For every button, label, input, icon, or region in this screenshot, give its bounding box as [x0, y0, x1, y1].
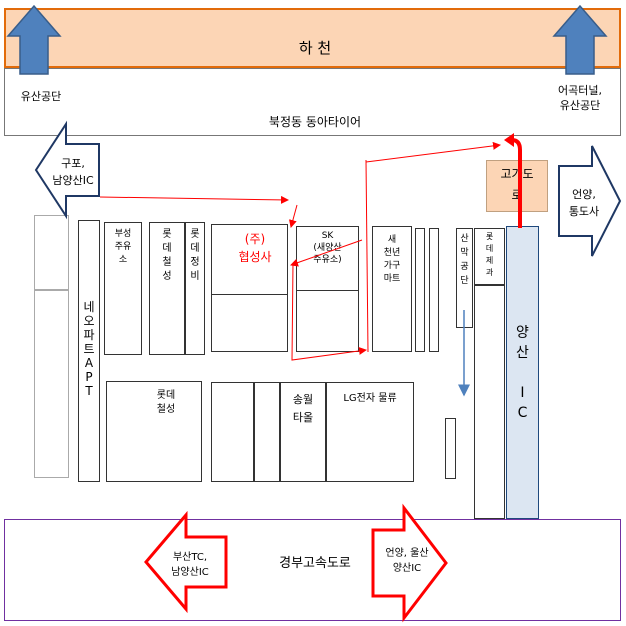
lotte-chulsung-top [149, 222, 185, 355]
sk-gas-station [296, 226, 359, 352]
songwol-towel [280, 382, 326, 482]
lotte-chulsung-bottom [106, 381, 202, 482]
sk-divider [296, 290, 359, 291]
small-block-2 [429, 228, 439, 352]
busung-gas-station [104, 222, 142, 355]
eonyang-tongdo-label: 언양, 통도사 [568, 188, 600, 218]
eonyang-right-arrow [558, 145, 622, 257]
bottom-block-b [254, 382, 280, 482]
bukjeong-road [4, 68, 621, 136]
lotte-jegwa-label: 롯 데 제 과 [485, 232, 494, 277]
route-back-to-hyupsung [290, 239, 363, 267]
lotte-jungbi-label: 롯 데 정 비 [190, 229, 200, 282]
lotte-jegwa-lower [474, 285, 505, 519]
small-block-3 [445, 418, 456, 479]
yusan-left-label: 유산공단 [20, 90, 62, 103]
expressway-label: 경부고속도로 [279, 556, 351, 571]
gupo-label: 구포, 남양산IC [52, 157, 94, 187]
sanmak-label: 산 막 공 단 [460, 234, 469, 286]
route-up-main [365, 159, 369, 353]
busan-left-arrow [144, 510, 228, 614]
route-to-hyupsung-down [288, 204, 298, 228]
up-arrow-right [552, 4, 608, 75]
lg-label: LG전자 물류 [343, 393, 397, 404]
songwol-label: 송월 타올 [292, 393, 314, 424]
lotte-jungbi [185, 222, 205, 355]
hyupsung-block [211, 224, 288, 352]
busan-tc-label: 부산TC, 남양산IC [171, 552, 209, 578]
lotte-jegwa [474, 228, 505, 285]
up-arrow-left [6, 4, 62, 75]
yangsan-ic [506, 226, 539, 519]
elevated-road-label: 고가도 로 [500, 167, 534, 202]
eonyang-ulsan-right-arrow [371, 503, 448, 623]
route-hyupsung-loop [291, 262, 367, 361]
sk-label: SK (새양산 주유소) [313, 231, 342, 265]
route-gupo-to-hyupsung [99, 195, 289, 204]
left-strip-top [34, 215, 69, 290]
bottom-block-a [211, 382, 254, 482]
elevated-red-hook-head [504, 133, 514, 147]
neo-apt [78, 220, 100, 482]
hyupsung-divider [211, 294, 288, 295]
left-strip-bottom [34, 290, 69, 478]
busung-label: 부성 주유 소 [114, 229, 132, 265]
gupo-left-arrow [34, 120, 100, 220]
bukjeong-label: 북정동 동아타이어 [268, 115, 362, 129]
lg-logistics [326, 382, 414, 482]
small-block-1 [415, 228, 425, 352]
furniture-mart [372, 226, 412, 352]
elevated-red-hook [511, 138, 522, 228]
hyupsung-label: (주) 협성사 [238, 232, 272, 264]
elevated-road-box [486, 160, 548, 212]
lotte-chulsung-bottom-label: 롯데 철성 [156, 390, 176, 415]
eogok-right-label: 어곡터널, 유산공단 [558, 84, 602, 112]
lotte-chulsung-top-label: 롯 데 철 성 [162, 229, 172, 282]
expressway-band [4, 519, 621, 621]
river-band [4, 8, 621, 68]
neo-apt-label: 네 오 파 트 A P T [83, 300, 95, 398]
river-label: 하 천 [298, 39, 332, 57]
furniture-label: 새 천년 가구 마트 [383, 235, 401, 284]
eonyang-ulsan-label: 언양, 울산 양산IC [385, 548, 429, 574]
yangsan-ic-label: 양 산 I C [516, 325, 529, 421]
route-to-elevated [365, 141, 501, 163]
